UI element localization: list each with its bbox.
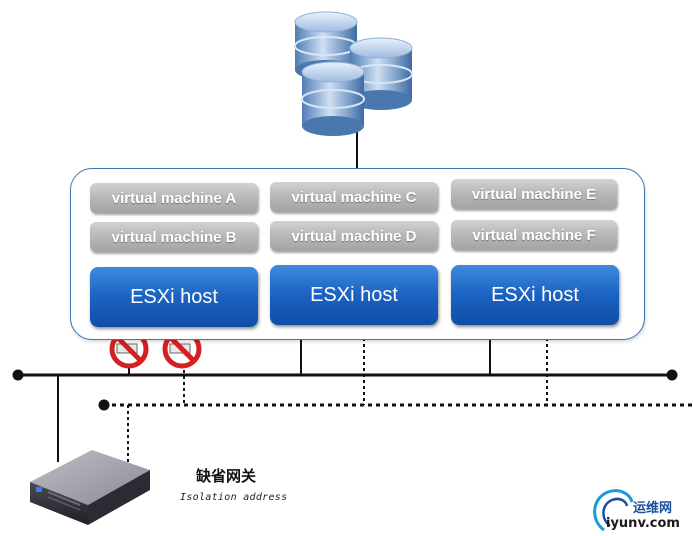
esxi-host-1: ESXi host (90, 267, 258, 327)
esxi-host-3: ESXi host (451, 265, 619, 325)
server-icon (30, 450, 150, 525)
vm-a: virtual machine A (90, 183, 258, 213)
vm-b: virtual machine B (90, 222, 258, 252)
vm-f: virtual machine F (451, 220, 617, 250)
gateway-label: 缺省网关 (196, 467, 257, 485)
watermark-logo-icon (593, 489, 634, 532)
vm-d: virtual machine D (270, 221, 438, 251)
datastore-icon (294, 11, 413, 136)
esxi-host-2: ESXi host (270, 265, 438, 325)
vm-c: virtual machine C (270, 182, 438, 212)
isolation-address-label: Isolation address (180, 492, 288, 503)
watermark-brand: 运维网 (633, 501, 673, 516)
watermark-url: iyunv.com (606, 516, 680, 531)
vm-e: virtual machine E (451, 179, 617, 209)
